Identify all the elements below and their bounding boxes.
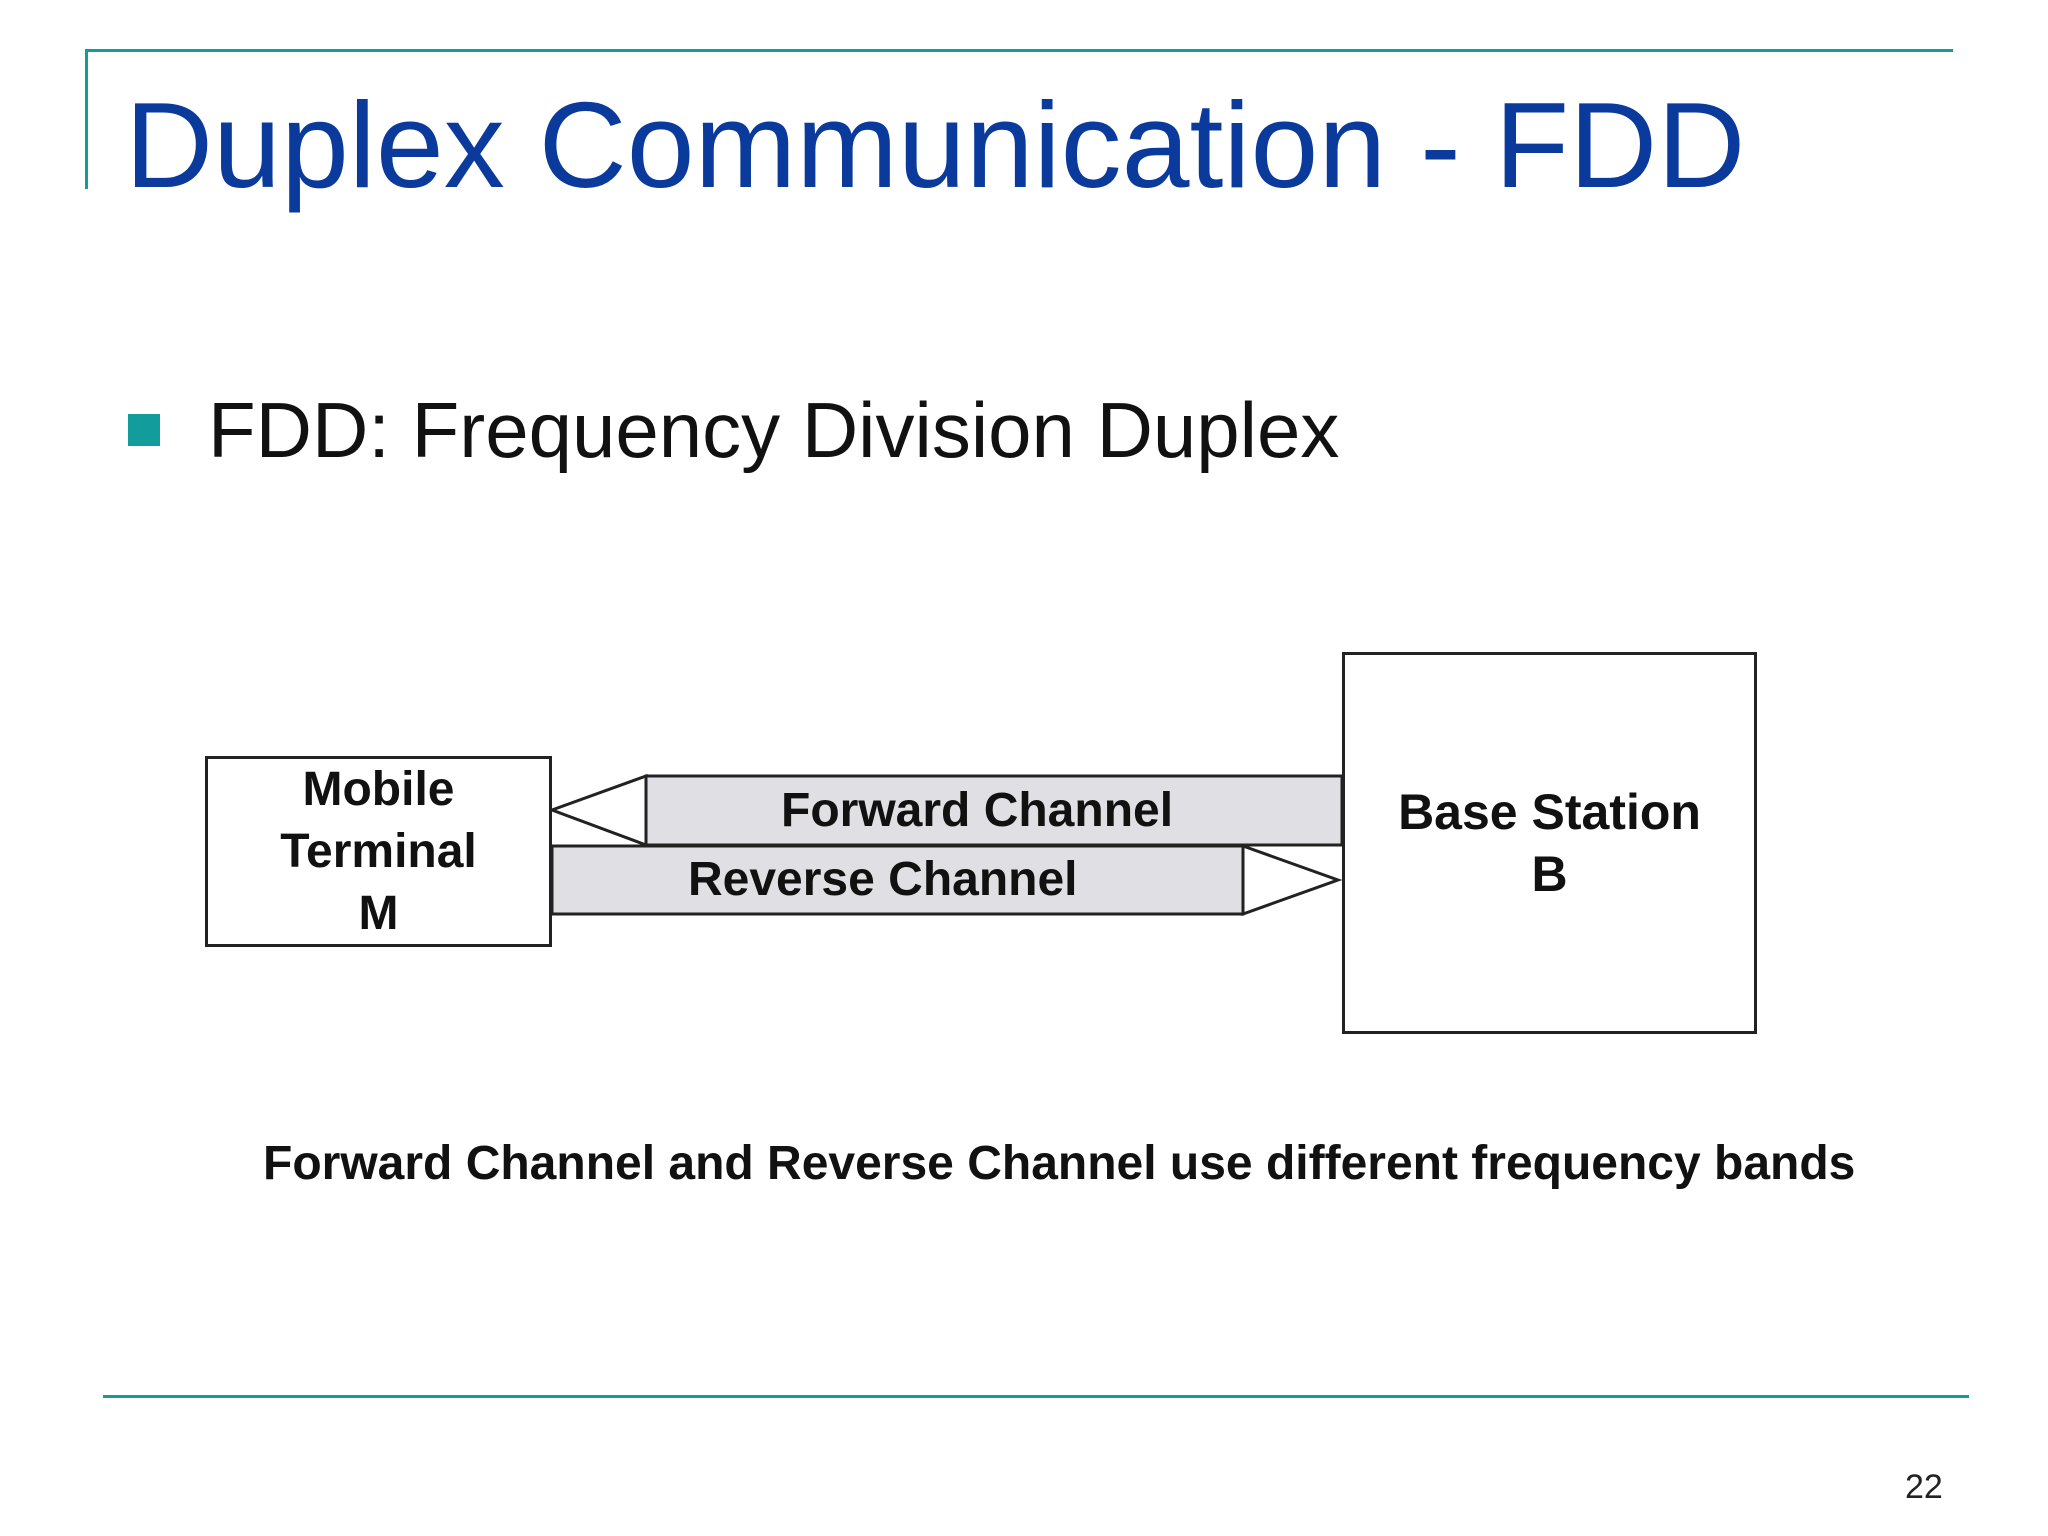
base-station-label: Base Station B — [1398, 784, 1701, 902]
mobile-terminal-label: Mobile Terminal M — [280, 762, 477, 940]
forward-channel-arrowhead — [547, 773, 648, 848]
top-rule — [85, 49, 1953, 52]
slide-title: Duplex Communication - FDD — [125, 77, 1746, 213]
reverse-channel-label: Reverse Channel — [688, 853, 1078, 906]
square-bullet-icon — [128, 414, 160, 446]
caption-text: Forward Channel and Reverse Channel use … — [263, 1137, 1856, 1190]
reverse-channel-arrowhead — [1241, 843, 1343, 917]
page-number: 22 — [1905, 1468, 1943, 1506]
base-station-box: Base Station B — [1342, 652, 1757, 1034]
bullet-item: FDD: Frequency Division Duplex — [128, 380, 1339, 480]
forward-channel-label: Forward Channel — [781, 784, 1174, 837]
bottom-rule — [103, 1395, 1969, 1398]
bullet-text: FDD: Frequency Division Duplex — [208, 386, 1340, 474]
left-rule — [85, 49, 88, 189]
mobile-terminal-box: Mobile Terminal M — [205, 756, 552, 947]
